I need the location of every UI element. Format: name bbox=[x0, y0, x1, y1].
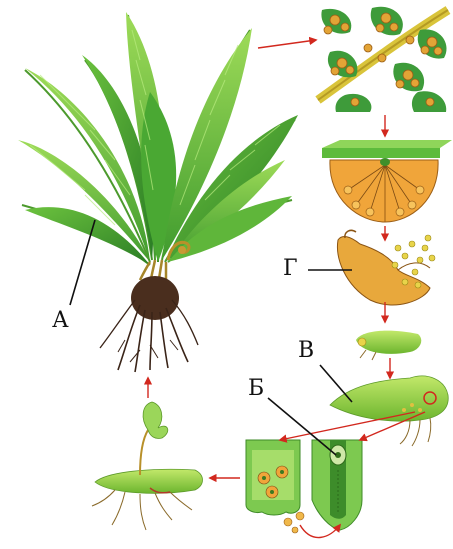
label-a: А bbox=[52, 310, 69, 332]
sperm-cells bbox=[284, 512, 304, 533]
antheridium-section bbox=[246, 440, 300, 515]
pointer-a bbox=[70, 220, 95, 305]
rhizome-roots bbox=[100, 276, 198, 372]
young-sporophyte bbox=[92, 402, 203, 530]
arrow-to-sori bbox=[258, 40, 316, 48]
sorus-section bbox=[322, 140, 452, 222]
mature-prothallus bbox=[330, 376, 448, 446]
sporangium-bursting bbox=[337, 230, 435, 305]
label-b: Б bbox=[248, 378, 264, 400]
label-v: В bbox=[298, 340, 314, 362]
pointer-v bbox=[320, 365, 352, 402]
sori-closeup bbox=[318, 3, 448, 113]
archegonium-section bbox=[312, 440, 362, 530]
label-g: Г bbox=[283, 258, 298, 280]
young-prothallus bbox=[356, 331, 421, 360]
